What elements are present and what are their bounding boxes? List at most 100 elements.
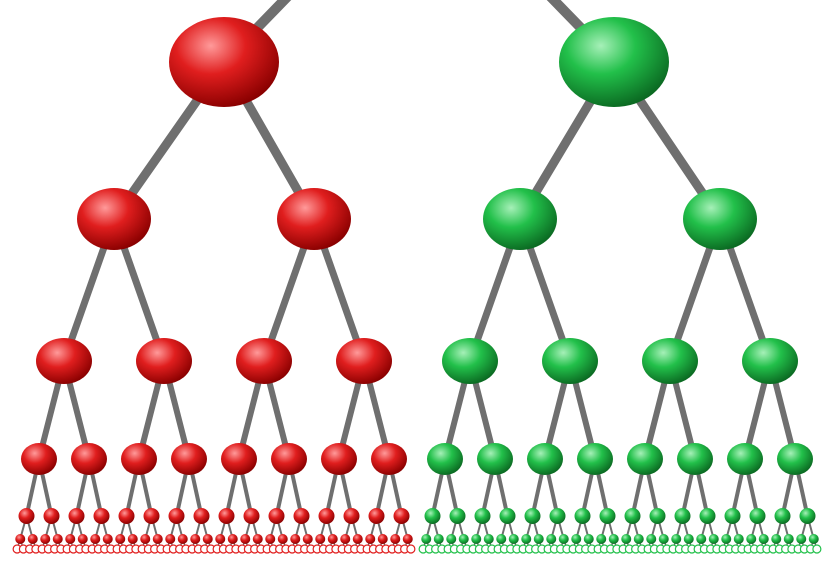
red-tree-node-level-3 bbox=[321, 443, 357, 475]
green-tree-node-level-5 bbox=[709, 534, 719, 544]
green-tree-node-level-3 bbox=[427, 443, 463, 475]
red-tree-node-level-4 bbox=[394, 508, 410, 524]
red-tree-node-level-1 bbox=[277, 188, 351, 250]
red-tree-node-level-5 bbox=[115, 534, 125, 544]
red-tree-node-level-5 bbox=[278, 534, 288, 544]
green-tree-node-level-4 bbox=[550, 508, 566, 524]
green-tree-node-level-5 bbox=[596, 534, 606, 544]
green-tree-node-level-5 bbox=[509, 534, 519, 544]
green-tree-node-level-5 bbox=[721, 534, 731, 544]
red-tree-node-level-5 bbox=[353, 534, 363, 544]
red-tree-node-level-5 bbox=[253, 534, 263, 544]
green-tree-node-level-4 bbox=[650, 508, 666, 524]
red-tree-node-level-6 bbox=[407, 545, 415, 553]
green-tree-node-level-1 bbox=[483, 188, 557, 250]
red-tree-node-level-2 bbox=[336, 338, 392, 384]
red-tree-node-level-5 bbox=[303, 534, 313, 544]
red-tree-node-level-4 bbox=[369, 508, 385, 524]
red-tree-node-level-5 bbox=[140, 534, 150, 544]
green-tree-node-level-3 bbox=[677, 443, 713, 475]
red-tree-node-level-4 bbox=[269, 508, 285, 524]
red-tree-node-level-4 bbox=[344, 508, 360, 524]
red-tree-node-level-4 bbox=[144, 508, 160, 524]
red-tree-node-level-5 bbox=[403, 534, 413, 544]
red-tree-node-level-5 bbox=[153, 534, 163, 544]
red-tree-node-level-2 bbox=[236, 338, 292, 384]
red-tree-node-level-4 bbox=[119, 508, 135, 524]
red-tree-node-level-4 bbox=[19, 508, 35, 524]
red-tree-node-level-5 bbox=[328, 534, 338, 544]
red-tree-node-level-5 bbox=[28, 534, 38, 544]
red-tree-node-level-5 bbox=[40, 534, 50, 544]
red-tree-node-level-5 bbox=[340, 534, 350, 544]
green-tree-node-level-2 bbox=[442, 338, 498, 384]
green-tree-node-level-4 bbox=[700, 508, 716, 524]
green-tree-node-level-1 bbox=[683, 188, 757, 250]
green-tree-node-level-5 bbox=[684, 534, 694, 544]
green-tree-node-level-5 bbox=[696, 534, 706, 544]
green-tree-node-level-4 bbox=[750, 508, 766, 524]
green-tree-node-level-4 bbox=[600, 508, 616, 524]
green-tree-node-level-5 bbox=[659, 534, 669, 544]
red-tree-node-level-4 bbox=[169, 508, 185, 524]
green-tree-node-level-0 bbox=[559, 17, 669, 107]
green-tree-node-level-4 bbox=[575, 508, 591, 524]
green-tree-node-level-2 bbox=[542, 338, 598, 384]
green-tree-node-level-5 bbox=[484, 534, 494, 544]
green-tree-node-level-5 bbox=[784, 534, 794, 544]
red-tree-node-level-5 bbox=[290, 534, 300, 544]
red-tree-node-level-4 bbox=[44, 508, 60, 524]
red-tree-node-level-5 bbox=[390, 534, 400, 544]
red-tree-node-level-4 bbox=[69, 508, 85, 524]
red-tree-node-level-5 bbox=[78, 534, 88, 544]
red-tree-node-level-1 bbox=[77, 188, 151, 250]
green-tree-node-level-3 bbox=[627, 443, 663, 475]
red-tree-node-level-5 bbox=[128, 534, 138, 544]
red-tree-node-level-4 bbox=[94, 508, 110, 524]
green-tree-node-level-5 bbox=[796, 534, 806, 544]
green-tree-node-level-2 bbox=[642, 338, 698, 384]
green-tree-node-level-5 bbox=[421, 534, 431, 544]
red-tree-node-level-5 bbox=[315, 534, 325, 544]
green-tree-node-level-5 bbox=[584, 534, 594, 544]
red-tree-node-level-3 bbox=[271, 443, 307, 475]
red-tree-node-level-3 bbox=[171, 443, 207, 475]
green-tree-node-level-6 bbox=[813, 545, 821, 553]
red-tree-node-level-5 bbox=[178, 534, 188, 544]
red-tree-node-level-2 bbox=[136, 338, 192, 384]
red-tree-node-level-3 bbox=[21, 443, 57, 475]
green-tree-node-level-5 bbox=[671, 534, 681, 544]
red-tree-node-level-5 bbox=[228, 534, 238, 544]
red-tree-node-level-5 bbox=[65, 534, 75, 544]
green-tree-node-level-5 bbox=[496, 534, 506, 544]
red-tree-node-level-2 bbox=[36, 338, 92, 384]
red-tree-node-level-5 bbox=[190, 534, 200, 544]
red-tree-node-level-3 bbox=[221, 443, 257, 475]
green-tree-node-level-4 bbox=[500, 508, 516, 524]
green-tree-node-level-3 bbox=[527, 443, 563, 475]
green-tree-node-level-3 bbox=[577, 443, 613, 475]
red-tree-node-level-5 bbox=[265, 534, 275, 544]
green-tree-node-level-5 bbox=[434, 534, 444, 544]
green-tree-node-level-2 bbox=[742, 338, 798, 384]
green-tree-node-level-5 bbox=[759, 534, 769, 544]
green-tree-node-level-5 bbox=[809, 534, 819, 544]
green-tree-node-level-4 bbox=[425, 508, 441, 524]
green-tree-node-level-5 bbox=[734, 534, 744, 544]
green-tree-node-level-5 bbox=[609, 534, 619, 544]
red-tree-node-level-5 bbox=[378, 534, 388, 544]
green-tree-node-level-4 bbox=[450, 508, 466, 524]
green-tree-node-level-4 bbox=[725, 508, 741, 524]
green-tree-node-level-5 bbox=[621, 534, 631, 544]
red-tree-node-level-5 bbox=[53, 534, 63, 544]
green-tree-node-level-4 bbox=[525, 508, 541, 524]
green-tree-node-level-3 bbox=[777, 443, 813, 475]
green-tree-node-level-5 bbox=[521, 534, 531, 544]
green-tree-node-level-5 bbox=[534, 534, 544, 544]
red-tree-node-level-3 bbox=[71, 443, 107, 475]
green-tree-node-level-4 bbox=[475, 508, 491, 524]
red-tree-node-level-5 bbox=[203, 534, 213, 544]
red-tree-node-level-3 bbox=[371, 443, 407, 475]
